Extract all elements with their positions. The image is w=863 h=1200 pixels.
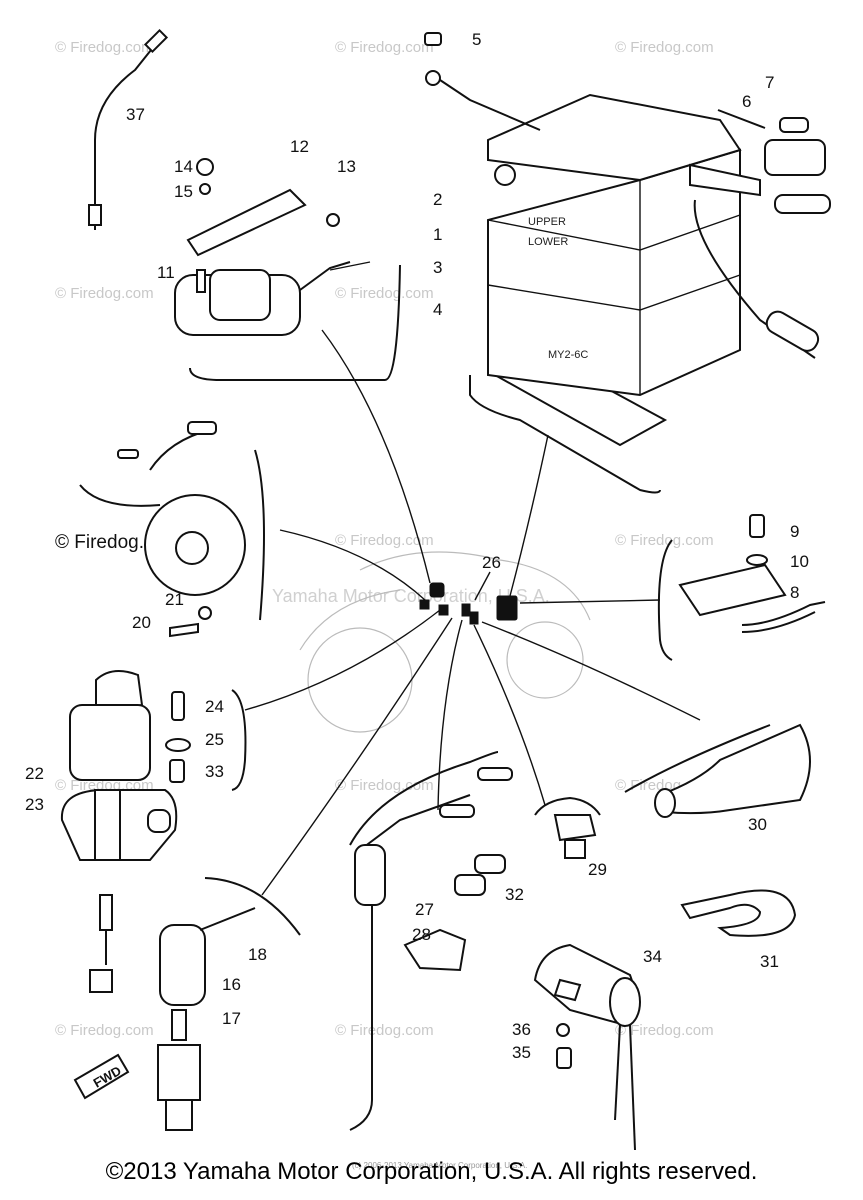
watermark-tiny: (c) 2006-2013 Yamaha Motor Corporation, … xyxy=(352,1161,527,1170)
watermark-firedog: © Firedog.com xyxy=(335,532,434,549)
callout-17: 17 xyxy=(222,1009,241,1028)
callout-33: 33 xyxy=(205,762,224,781)
watermark-firedog: © Firedog.com xyxy=(335,39,434,56)
watermark-firedog: © Firedog.com xyxy=(55,1022,154,1039)
battery-upper-label: UPPER xyxy=(528,216,566,228)
callout-27: 27 xyxy=(415,900,434,919)
condenser-group: 34 36 35 xyxy=(512,943,662,1151)
callout-1: 1 xyxy=(433,225,442,244)
watermark-firedog: © Firedog.com xyxy=(335,285,434,302)
callout-29: 29 xyxy=(588,860,607,879)
callout-15: 15 xyxy=(174,182,193,201)
battery-group: UPPER LOWER MY2-6C 5 7 6 2 1 3 4 xyxy=(424,30,831,494)
callout-8: 8 xyxy=(790,583,799,602)
watermark-firedog: © Firedog.com xyxy=(55,39,154,56)
callout-13: 13 xyxy=(337,157,356,176)
callout-7: 7 xyxy=(765,73,774,92)
callout-26: 26 xyxy=(482,553,501,572)
callout-4: 4 xyxy=(433,300,442,319)
callout-34: 34 xyxy=(643,947,662,966)
callout-6: 6 xyxy=(742,92,751,111)
battery-lower-label: LOWER xyxy=(528,236,568,248)
fwd-arrow-icon xyxy=(73,1053,130,1100)
relay-group: 14 15 12 13 11 xyxy=(157,137,401,381)
leader-lines: 26 xyxy=(244,329,701,896)
watermark-firedog: © Firedog.com xyxy=(615,532,714,549)
callout-5: 5 xyxy=(472,30,481,49)
switch-cable-group: 27 28 32 xyxy=(349,751,524,1131)
watermark-firedog: © Firedog.com xyxy=(615,1022,714,1039)
callout-31: 31 xyxy=(760,952,779,971)
callout-37: 37 xyxy=(126,105,145,124)
callout-10: 10 xyxy=(790,552,809,571)
boot-band-group: 30 31 xyxy=(624,723,811,971)
battery-model-label: MY2-6C xyxy=(548,349,588,361)
callout-35: 35 xyxy=(512,1043,531,1062)
callout-2: 2 xyxy=(433,190,442,209)
watermark-firedog: © Firedog.com xyxy=(55,285,154,302)
callout-14: 14 xyxy=(174,157,193,176)
central-marker xyxy=(438,604,449,616)
callout-36: 36 xyxy=(512,1020,531,1039)
horn-group: 21 20 xyxy=(79,421,265,638)
washer-icon xyxy=(199,183,211,195)
central-marker xyxy=(419,599,430,610)
main-switch-group: 24 25 33 22 23 xyxy=(25,670,247,993)
watermark-firedog: © Firedog.com xyxy=(335,1022,434,1039)
central-marker xyxy=(496,595,518,621)
plug-cap-group: 18 16 17 FWD xyxy=(73,877,301,1131)
nut-icon xyxy=(196,158,214,176)
callout-25: 25 xyxy=(205,730,224,749)
callout-16: 16 xyxy=(222,975,241,994)
callout-24: 24 xyxy=(205,697,224,716)
watermark-firedog: © Firedog.com xyxy=(335,777,434,794)
motorcycle-outline xyxy=(299,551,591,733)
callout-21: 21 xyxy=(165,590,184,609)
neutral-switch-group: 29 xyxy=(534,796,607,879)
central-marker xyxy=(429,582,445,598)
copyright-notice: ©2013 Yamaha Motor Corporation, U.S.A. A… xyxy=(105,1158,758,1185)
grommet-icon xyxy=(326,213,340,227)
callout-3: 3 xyxy=(433,258,442,277)
callout-18: 18 xyxy=(248,945,267,964)
watermark-firedog: © Firedog.com xyxy=(615,39,714,56)
callout-30: 30 xyxy=(748,815,767,834)
callout-20: 20 xyxy=(132,613,151,632)
central-marker xyxy=(469,611,479,625)
part-lead-wire: 37 xyxy=(88,28,169,230)
callout-28: 28 xyxy=(412,925,431,944)
central-marker xyxy=(461,603,471,617)
callout-12: 12 xyxy=(290,137,309,156)
callout-32: 32 xyxy=(505,885,524,904)
callout-23: 23 xyxy=(25,795,44,814)
callout-9: 9 xyxy=(790,522,799,541)
bracket-group: 9 10 8 xyxy=(657,514,826,661)
callout-11: 11 xyxy=(157,263,175,282)
callout-22: 22 xyxy=(25,764,44,783)
